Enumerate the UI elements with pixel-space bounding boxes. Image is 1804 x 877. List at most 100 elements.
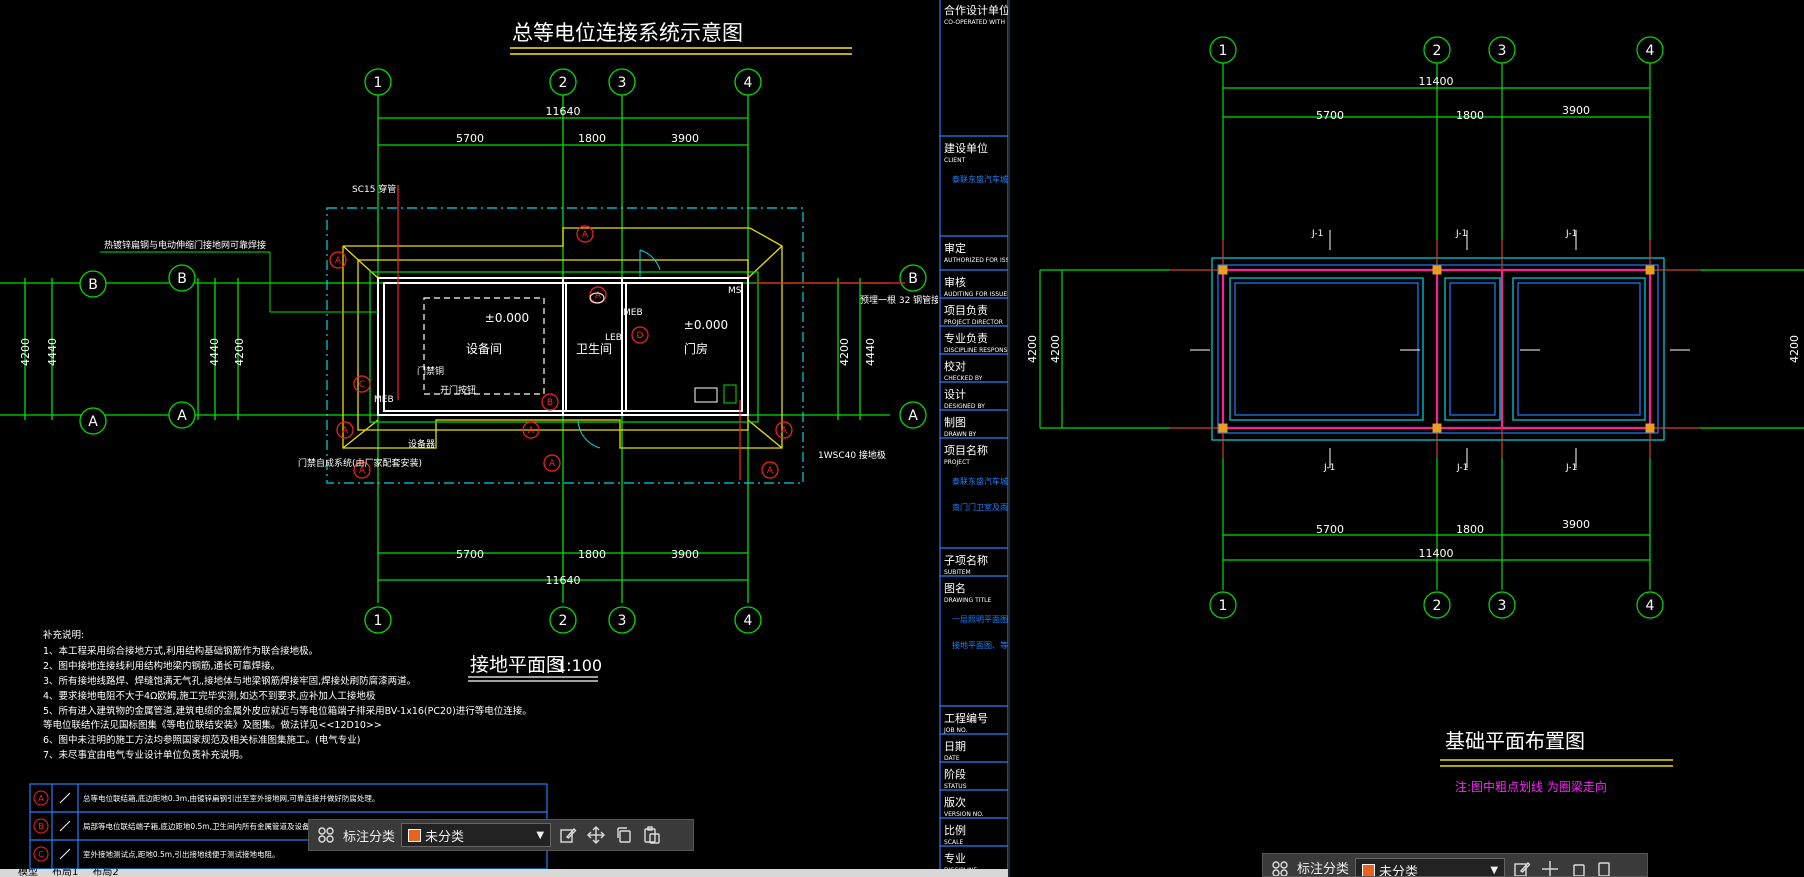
title-block-en: AUTHORIZED FOR ISSUE bbox=[944, 257, 1008, 264]
title-block-en: VERSION NO. bbox=[944, 811, 984, 818]
edit-icon[interactable] bbox=[1511, 858, 1533, 876]
dim-span: 1800 bbox=[578, 132, 606, 145]
title-block-row: 项目名称PROJECT泰联东盛汽车城项目南门门卫室及雨棚 bbox=[944, 443, 1008, 512]
button-label: 开门按钮 bbox=[440, 384, 476, 396]
dim-span: 3900 bbox=[671, 132, 699, 145]
plan-title: 接地平面图 bbox=[470, 654, 565, 676]
note-line: 5、所有进入建筑物的金属管道,建筑电缆的金属外皮应就近与等电位箱端子排采用BV-… bbox=[43, 705, 532, 717]
title-block-cn: 项目负责 bbox=[944, 303, 988, 317]
tab-model[interactable]: 模型 bbox=[18, 869, 38, 877]
title-block-cn: 项目名称 bbox=[944, 443, 988, 457]
title-block-en: SCALE bbox=[944, 839, 963, 846]
title-block-en: DRAWN BY bbox=[944, 431, 976, 438]
meb-label: MEB bbox=[374, 395, 394, 405]
right-drawing-viewport[interactable]: 1 2 3 4 1 2 3 4 11400 5700 1800 3900 570… bbox=[1010, 0, 1804, 877]
section-label: J-1 bbox=[1565, 463, 1577, 473]
axis-label: 4 bbox=[744, 613, 753, 629]
title-block-en: PROJECT bbox=[944, 459, 970, 466]
plan-scale: 1:100 bbox=[556, 656, 602, 675]
category-select[interactable]: 未分类 ▼ bbox=[1355, 858, 1506, 876]
layout-tabs: 模型 布局1 布局2 bbox=[0, 869, 1008, 877]
axis-label: 2 bbox=[1433, 598, 1442, 614]
copy-icon[interactable] bbox=[613, 824, 635, 846]
dim-span: 3900 bbox=[1562, 518, 1590, 531]
annotation-toolbar-left: 标注分类 未分类 ▼ bbox=[308, 819, 694, 851]
axis-label: 4 bbox=[744, 75, 753, 91]
tab-layout2[interactable]: 布局2 bbox=[92, 869, 119, 877]
dim-total: 11400 bbox=[1419, 547, 1454, 560]
room-label: 卫生间 bbox=[576, 342, 612, 356]
axis-label: B bbox=[908, 271, 918, 287]
title-block-cn: 工程编号 bbox=[944, 711, 988, 725]
axis-label: 1 bbox=[374, 613, 383, 629]
title-block-en: DESIGNED BY bbox=[944, 403, 985, 410]
edit-icon[interactable] bbox=[557, 824, 579, 846]
legend-symbol: B bbox=[38, 822, 44, 831]
dim-span: 5700 bbox=[1316, 523, 1344, 536]
dim-vertical: 4200 bbox=[1788, 335, 1801, 363]
elevation: ±0.000 bbox=[485, 311, 529, 325]
title-block-row: 审定 AUTHORIZED FOR ISSUE bbox=[944, 241, 1008, 264]
dim-span: 3900 bbox=[1562, 104, 1590, 117]
color-swatch bbox=[408, 828, 422, 842]
right-note: 预埋一根 32 钢管接地 bbox=[860, 294, 949, 306]
axis-label: B bbox=[88, 277, 98, 293]
tab-layout1[interactable]: 布局1 bbox=[52, 869, 79, 877]
svg-text:D: D bbox=[637, 331, 644, 341]
legend-symbol: A bbox=[38, 794, 44, 803]
axis-label: 1 bbox=[374, 75, 383, 91]
room-label: 门房 bbox=[684, 341, 708, 356]
svg-text:A: A bbox=[335, 256, 342, 266]
category-select[interactable]: 未分类 ▼ bbox=[401, 823, 552, 847]
axis-label: 1 bbox=[1219, 43, 1228, 59]
dim-vertical: 4440 bbox=[864, 338, 877, 366]
axis-label: B bbox=[177, 271, 187, 287]
leb-label: LEB bbox=[605, 333, 622, 343]
color-swatch bbox=[1362, 863, 1376, 876]
elevation: ±0.000 bbox=[684, 318, 728, 332]
room-label: 设备间 bbox=[466, 342, 502, 356]
svg-text:A: A bbox=[781, 426, 788, 436]
viewport-divider[interactable] bbox=[1008, 0, 1010, 877]
grid-apps-icon[interactable] bbox=[1269, 858, 1291, 876]
setup-label: 设备器 bbox=[408, 438, 435, 450]
move-icon[interactable] bbox=[585, 824, 607, 846]
grid-apps-icon[interactable] bbox=[315, 824, 337, 846]
section-label: J-1 bbox=[1455, 229, 1467, 239]
dim-span: 1800 bbox=[578, 548, 606, 561]
dim-vertical: 4440 bbox=[46, 338, 59, 366]
section-label: J-1 bbox=[1323, 463, 1335, 473]
paste-icon[interactable] bbox=[1595, 858, 1617, 876]
title-block-en: PROJECT DIRECTOR bbox=[944, 319, 1003, 326]
section-label: J-1 bbox=[1311, 229, 1323, 239]
copy-icon[interactable] bbox=[1567, 858, 1589, 876]
title-block-en: CHECKED BY bbox=[944, 375, 983, 382]
title-block-cn: 审定 bbox=[944, 241, 966, 255]
dim-total: 11640 bbox=[546, 574, 581, 587]
foundation-note: 注:图中粗点划线 为圈梁走向 bbox=[1455, 779, 1607, 794]
dim-vertical: 4200 bbox=[19, 338, 32, 366]
notes-title: 补充说明: bbox=[43, 629, 84, 641]
move-icon[interactable] bbox=[1539, 858, 1561, 876]
title-block-cn: 审核 bbox=[944, 275, 966, 289]
section-label: J-1 bbox=[1456, 463, 1468, 473]
title-block-cn: 日期 bbox=[944, 740, 966, 753]
annotation-category-label: 标注分类 bbox=[343, 829, 396, 845]
svg-text:A: A bbox=[549, 459, 556, 469]
category-value: 未分类 bbox=[425, 829, 465, 845]
title-block-row: 工程编号 JOB NO. bbox=[943, 711, 988, 734]
title-block-en: CLIENT bbox=[944, 157, 966, 164]
dim-vertical: 4200 bbox=[1026, 335, 1039, 363]
paste-icon[interactable] bbox=[641, 824, 663, 846]
dim-vertical: 4440 bbox=[208, 338, 221, 366]
title-block-en: JOB NO. bbox=[943, 727, 967, 734]
left-drawing-viewport[interactable]: 总等电位连接系统示意图 1 2 3 4 1 2 bbox=[0, 0, 1008, 877]
system-diagram-title: 总等电位连接系统示意图 bbox=[512, 21, 743, 45]
chevron-down-icon: ▼ bbox=[536, 829, 545, 841]
axis-label: 3 bbox=[1498, 598, 1507, 614]
ms-label: MS bbox=[728, 286, 742, 296]
